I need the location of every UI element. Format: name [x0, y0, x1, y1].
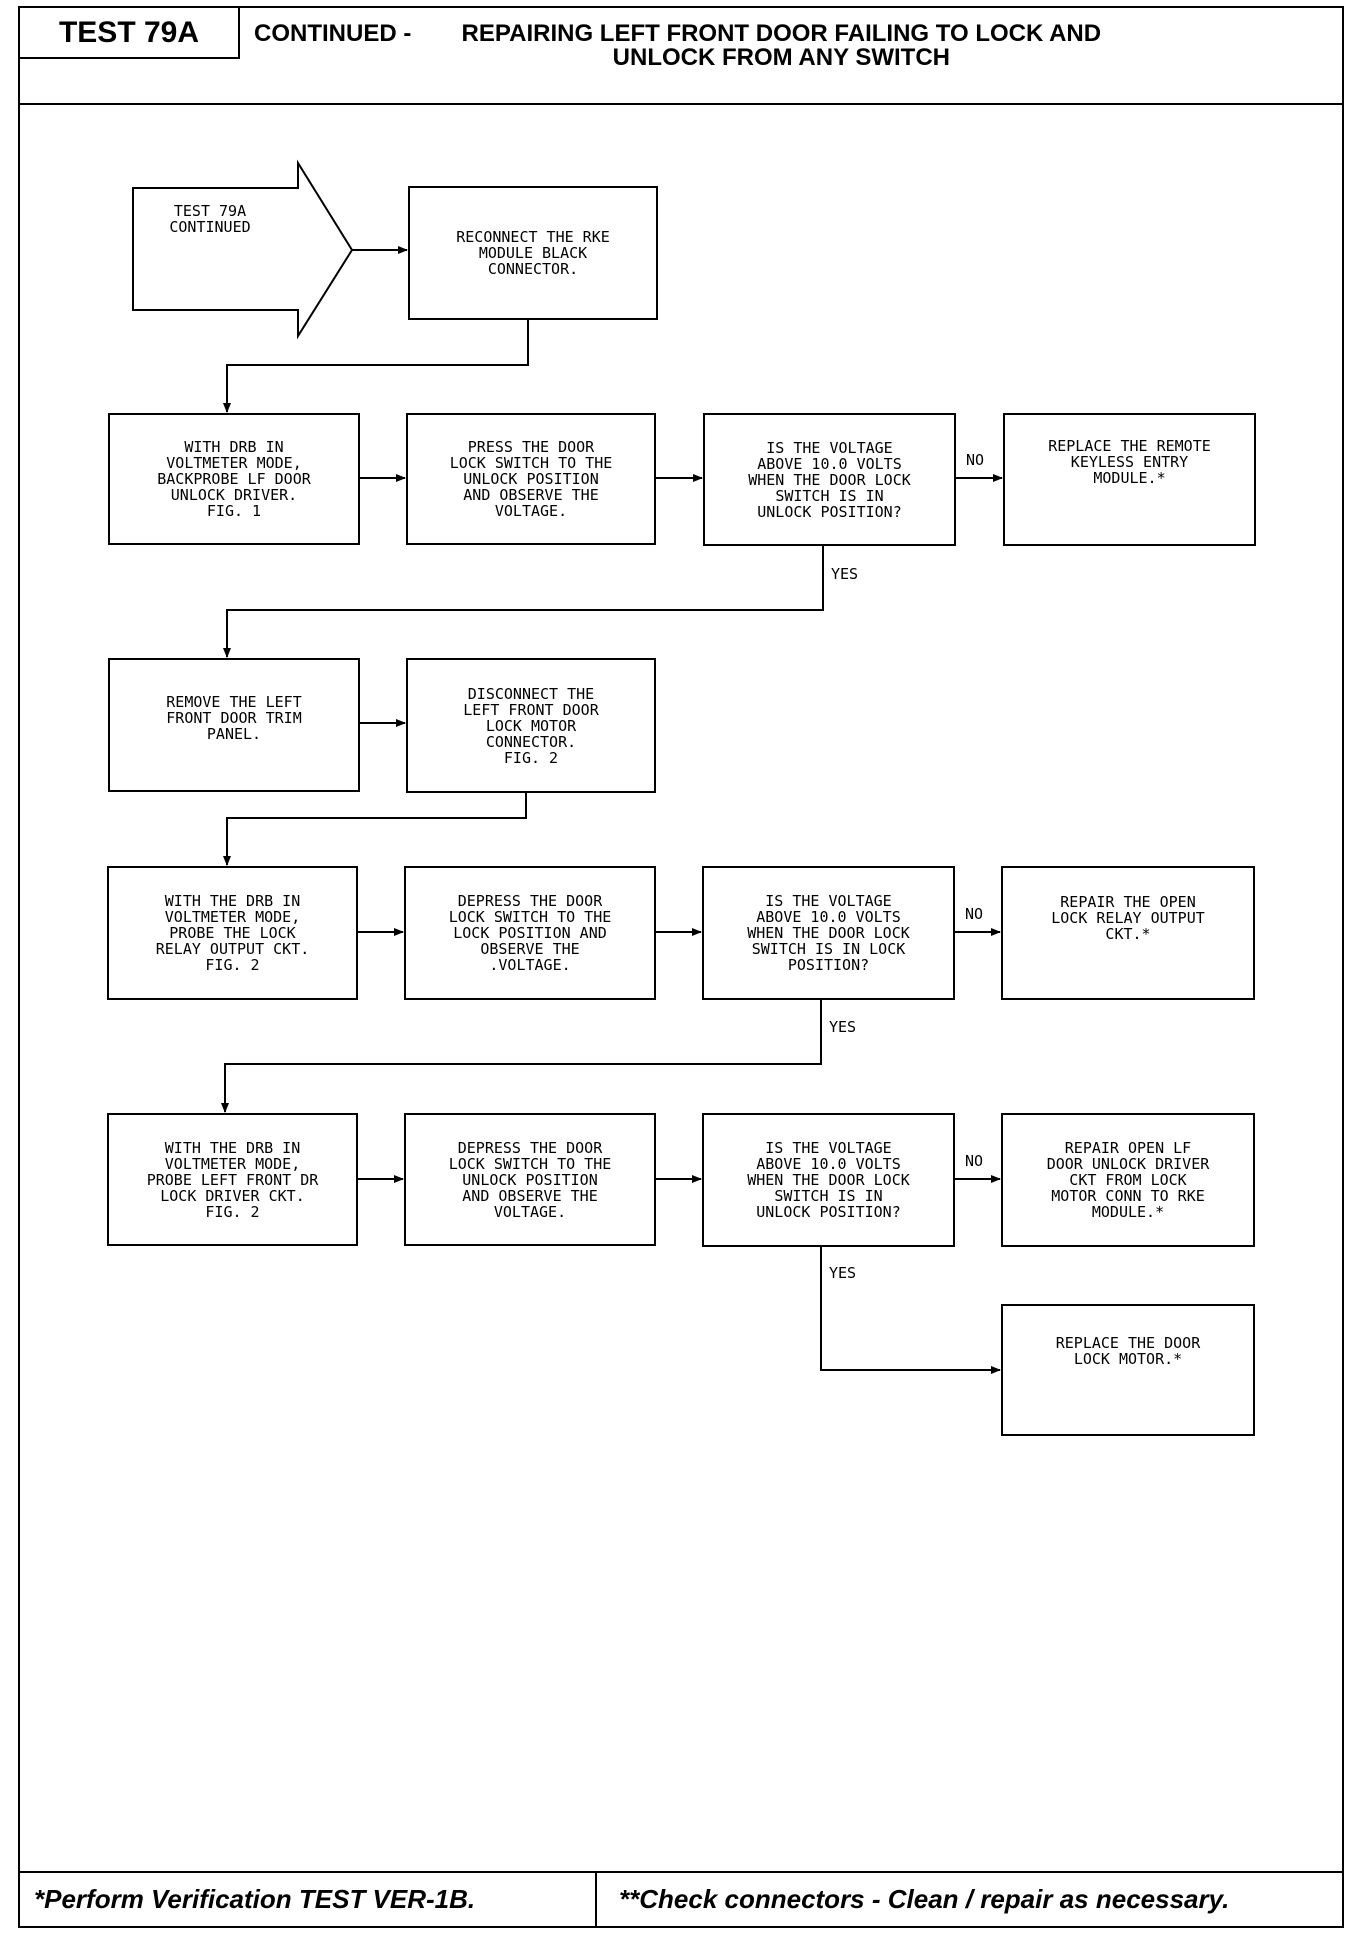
row2-action-box: DISCONNECT THE LEFT FRONT DOOR LOCK MOTO…: [406, 658, 656, 793]
row4-no-result-box: REPAIR OPEN LF DOOR UNLOCK DRIVER CKT FR…: [1001, 1113, 1255, 1247]
row1-question-box: IS THE VOLTAGE ABOVE 10.0 VOLTS WHEN THE…: [703, 413, 956, 546]
row3-question-box: IS THE VOLTAGE ABOVE 10.0 VOLTS WHEN THE…: [702, 866, 955, 1000]
row2-step-text: REMOVE THE LEFT FRONT DOOR TRIM PANEL.: [166, 693, 302, 743]
title-line-2: UNLOCK FROM ANY SWITCH: [612, 44, 950, 70]
row1-no-result-box: REPLACE THE REMOTE KEYLESS ENTRY MODULE.…: [1003, 413, 1256, 546]
title-line-1: REPAIRING LEFT FRONT DOOR FAILING TO LOC…: [461, 22, 1102, 47]
footer-connectors-note: **Check connectors - Clean / repair as n…: [595, 1873, 1345, 1926]
row3-step-box: WITH THE DRB IN VOLTMETER MODE, PROBE TH…: [107, 866, 358, 1000]
row3-no-result-text: REPAIR THE OPEN LOCK RELAY OUTPUT CKT.*: [1051, 893, 1205, 943]
row4-action-text: DEPRESS THE DOOR LOCK SWITCH TO THE UNLO…: [448, 1138, 612, 1221]
row3-yes-label: YES: [829, 1018, 857, 1036]
row3-step-text: WITH THE DRB IN VOLTMETER MODE, PROBE TH…: [155, 892, 310, 974]
row3-no-result-box: REPAIR THE OPEN LOCK RELAY OUTPUT CKT.*: [1001, 866, 1255, 1000]
row1-action-text: PRESS THE DOOR LOCK SWITCH TO THE UNLOCK…: [449, 438, 613, 520]
page-frame: TEST 79A CONTINUED - REPAIRING LEFT FRON…: [18, 6, 1344, 1928]
final-result-text: REPLACE THE DOOR LOCK MOTOR.*: [1055, 1334, 1201, 1368]
start-arrow-shape: [132, 159, 354, 340]
row3-question-text: IS THE VOLTAGE ABOVE 10.0 VOLTS WHEN THE…: [747, 892, 910, 974]
row1-question-text: IS THE VOLTAGE ABOVE 10.0 VOLTS WHEN THE…: [748, 438, 911, 521]
row4-no-result-text: REPAIR OPEN LF DOOR UNLOCK DRIVER CKT FR…: [1046, 1139, 1210, 1221]
row2-step-box: REMOVE THE LEFT FRONT DOOR TRIM PANEL.: [108, 658, 360, 792]
row1-no-label: NO: [966, 451, 985, 469]
final-result-box: REPLACE THE DOOR LOCK MOTOR.*: [1001, 1304, 1255, 1436]
page-title: CONTINUED - REPAIRING LEFT FRONT DOOR FA…: [254, 22, 1314, 70]
row4-question-box: IS THE VOLTAGE ABOVE 10.0 VOLTS WHEN THE…: [702, 1113, 955, 1247]
row4-yes-label: YES: [829, 1264, 857, 1282]
start-label: TEST 79A CONTINUED: [169, 202, 251, 236]
row3-action-text: DEPRESS THE DOOR LOCK SWITCH TO THE LOCK…: [448, 892, 612, 974]
row1-no-result-text: REPLACE THE REMOTE KEYLESS ENTRY MODULE.…: [1048, 436, 1211, 487]
footer: *Perform Verification TEST VER-1B. **Che…: [20, 1871, 1342, 1926]
reconnect-text: RECONNECT THE RKE MODULE BLACK CONNECTOR…: [456, 228, 610, 278]
row4-step-text: WITH THE DRB IN VOLTMETER MODE, PROBE LE…: [146, 1138, 319, 1221]
header-divider: [20, 103, 1342, 105]
row4-question-text: IS THE VOLTAGE ABOVE 10.0 VOLTS WHEN THE…: [747, 1139, 910, 1221]
row3-no-label: NO: [965, 905, 984, 923]
row3-action-box: DEPRESS THE DOOR LOCK SWITCH TO THE LOCK…: [404, 866, 656, 1000]
row1-step-text: WITH DRB IN VOLTMETER MODE, BACKPROBE LF…: [157, 438, 311, 520]
test-id: TEST 79A: [20, 8, 240, 59]
row2-action-text: DISCONNECT THE LEFT FRONT DOOR LOCK MOTO…: [463, 684, 599, 767]
footer-verification-note: *Perform Verification TEST VER-1B.: [34, 1884, 476, 1914]
row1-action-box: PRESS THE DOOR LOCK SWITCH TO THE UNLOCK…: [406, 413, 656, 545]
row4-no-label: NO: [965, 1152, 984, 1170]
row4-action-box: DEPRESS THE DOOR LOCK SWITCH TO THE UNLO…: [404, 1113, 656, 1246]
title-prefix: CONTINUED -: [254, 20, 412, 47]
row1-step-box: WITH DRB IN VOLTMETER MODE, BACKPROBE LF…: [108, 413, 360, 545]
row4-step-box: WITH THE DRB IN VOLTMETER MODE, PROBE LE…: [107, 1113, 358, 1246]
row1-yes-label: YES: [831, 565, 859, 583]
reconnect-box: RECONNECT THE RKE MODULE BLACK CONNECTOR…: [408, 186, 658, 320]
